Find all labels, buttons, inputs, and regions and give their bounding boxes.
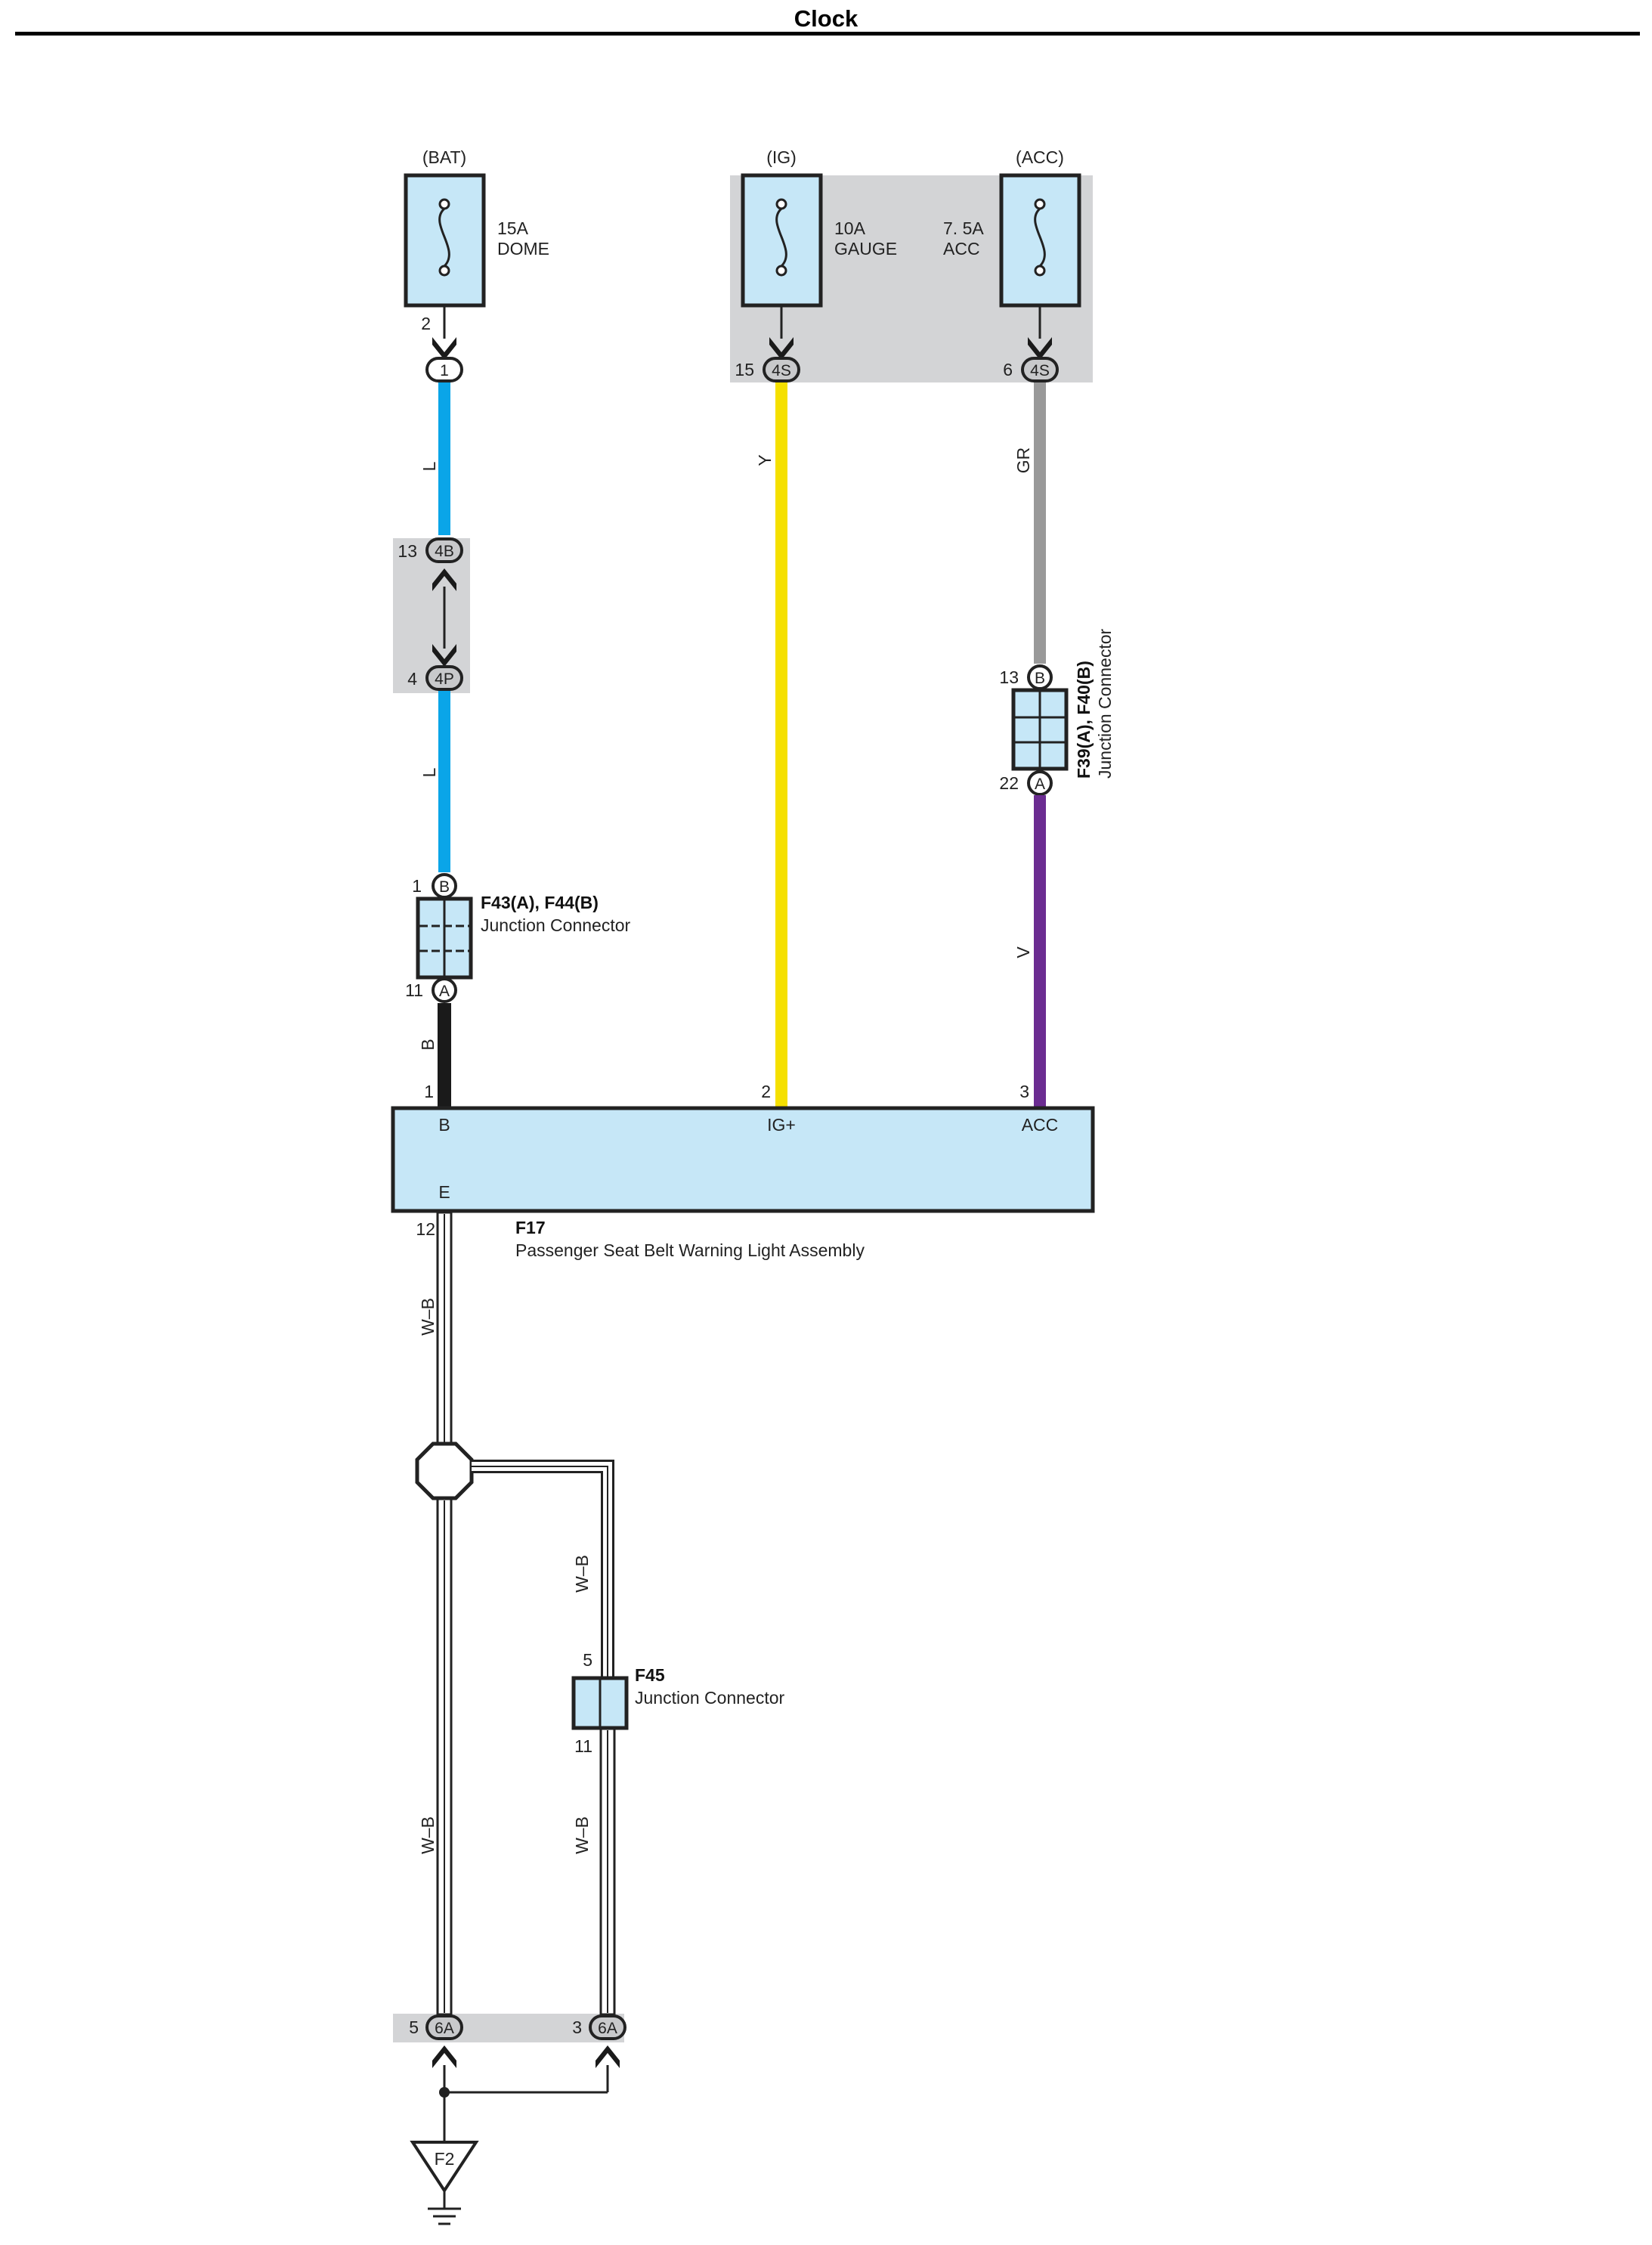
acc-fuse-name: ACC: [943, 239, 980, 259]
f43-letter-bottom: A: [439, 983, 450, 1000]
connector-4b-label: 4B: [435, 543, 454, 560]
f17-pin-e-number: 12: [416, 1219, 435, 1239]
acc-fuse-rating: 7. 5A: [943, 218, 984, 238]
wire-color-l-upper: L: [419, 461, 439, 471]
ig-connector-4s: [763, 357, 800, 382]
f17-id: F17: [515, 1218, 546, 1237]
wire-color-wb-branch: W–B: [572, 1555, 592, 1593]
dome-fuse-name: DOME: [497, 239, 549, 259]
f45-pin-top: 5: [583, 1650, 592, 1670]
male-terminal-icon: [432, 644, 456, 667]
wire-v: [1034, 795, 1046, 1107]
f17-assembly: [391, 1106, 1095, 1213]
f17-pin-e-label: E: [438, 1182, 450, 1202]
gauge-fuse-name: GAUGE: [834, 239, 897, 259]
f39-subtitle: Junction Connector: [1095, 628, 1115, 779]
ground-connector-6a-right: [589, 2014, 626, 2040]
wire-color-wb-upper: W–B: [418, 1298, 438, 1336]
f17-pin-ig-number: 2: [761, 1082, 771, 1101]
ground-point-f2: [410, 2141, 479, 2194]
gauge-fuse-rating: 10A: [834, 218, 866, 238]
f43-subtitle: Junction Connector: [481, 915, 631, 935]
f43-pin-bottom: 11: [405, 980, 423, 1000]
bat-pin-number: 2: [421, 314, 431, 333]
ig-connector-label: 4S: [772, 362, 791, 379]
diagram-title: Clock: [794, 5, 858, 32]
bat-source-label: (BAT): [422, 147, 466, 167]
wire-color-b: B: [418, 1039, 438, 1050]
male-terminal-icon: [596, 2045, 620, 2068]
f45-pin-bottom: 11: [574, 1736, 592, 1756]
f39-pin-a-marker: [1027, 770, 1053, 796]
ground-connector-right-pin: 3: [572, 2017, 582, 2037]
wire-color-l-lower: L: [419, 767, 439, 777]
dome-fuse: [404, 173, 486, 308]
male-terminal-icon: [769, 337, 794, 360]
wire-color-v: V: [1013, 946, 1033, 958]
ground-connector-left-pin: 5: [409, 2017, 419, 2037]
f39-pin-bottom: 22: [999, 773, 1019, 793]
f39-pin-top: 13: [999, 667, 1019, 687]
male-terminal-icon: [432, 2045, 456, 2068]
connector-4p-label: 4P: [435, 670, 454, 688]
f43-letter-top: B: [439, 878, 450, 896]
bat-connector-label: 1: [440, 362, 449, 379]
male-terminal-icon: [1028, 337, 1052, 360]
f43-pin-a-marker: [432, 977, 457, 1003]
wire-y: [775, 382, 787, 1107]
f17-pin-acc-label: ACC: [1022, 1115, 1059, 1135]
acc-connector-4s: [1021, 357, 1059, 382]
f17-pin-b-label: B: [438, 1115, 450, 1135]
f17-pin-b-number: 1: [424, 1082, 434, 1101]
f45-subtitle: Junction Connector: [635, 1688, 785, 1708]
f45-title: F45: [635, 1665, 665, 1685]
wire-color-gr: GR: [1013, 447, 1033, 474]
ig-pin-number: 15: [735, 360, 754, 379]
connector-4p-pin: 4: [407, 669, 417, 689]
title-rule: [15, 32, 1640, 36]
f39-title: F39(A), F40(B): [1074, 661, 1094, 779]
connector-4p: [425, 665, 463, 691]
male-terminal-icon: [432, 568, 456, 591]
f17-name: Passenger Seat Belt Warning Light Assemb…: [515, 1240, 865, 1260]
acc-source-label: (ACC): [1016, 147, 1064, 167]
fuse-icon: [438, 198, 450, 277]
ground-connector-6a-left: [425, 2014, 463, 2040]
f39-letter-top: B: [1035, 670, 1045, 687]
wire-b: [438, 1003, 451, 1107]
male-terminal-icon: [432, 337, 456, 360]
wire-gr: [1034, 382, 1046, 664]
f39-letter-bottom: A: [1035, 776, 1045, 793]
connector-4b-pin: 13: [398, 541, 417, 561]
junction-dot: [439, 2087, 450, 2098]
acc-connector-label: 4S: [1030, 362, 1050, 379]
wire-l-upper: [438, 382, 450, 535]
ground-connector-left-label: 6A: [435, 2020, 454, 2037]
ground-label: F2: [435, 2149, 455, 2169]
wire-color-y: Y: [755, 454, 775, 466]
ground-connector-right-label: 6A: [598, 2020, 617, 2037]
f43-title: F43(A), F44(B): [481, 893, 599, 912]
ig-source-label: (IG): [766, 147, 797, 167]
f17-pin-acc-number: 3: [1019, 1082, 1029, 1101]
f43-pin-top: 1: [412, 876, 422, 896]
dome-fuse-rating: 15A: [497, 218, 529, 238]
fuse-icon: [1034, 198, 1046, 277]
wire-color-wb-lower-left: W–B: [418, 1816, 438, 1854]
connector-4b: [425, 537, 463, 563]
wire-l-lower: [438, 691, 450, 872]
splice-point: [415, 1441, 474, 1500]
wire-wb-center: [472, 1466, 608, 1678]
f17-pin-ig-label: IG+: [767, 1115, 796, 1135]
acc-pin-number: 6: [1003, 360, 1013, 379]
bat-connector-1: [425, 357, 463, 382]
wire-color-wb-lower-right: W–B: [572, 1816, 592, 1854]
fuse-icon: [775, 198, 787, 277]
